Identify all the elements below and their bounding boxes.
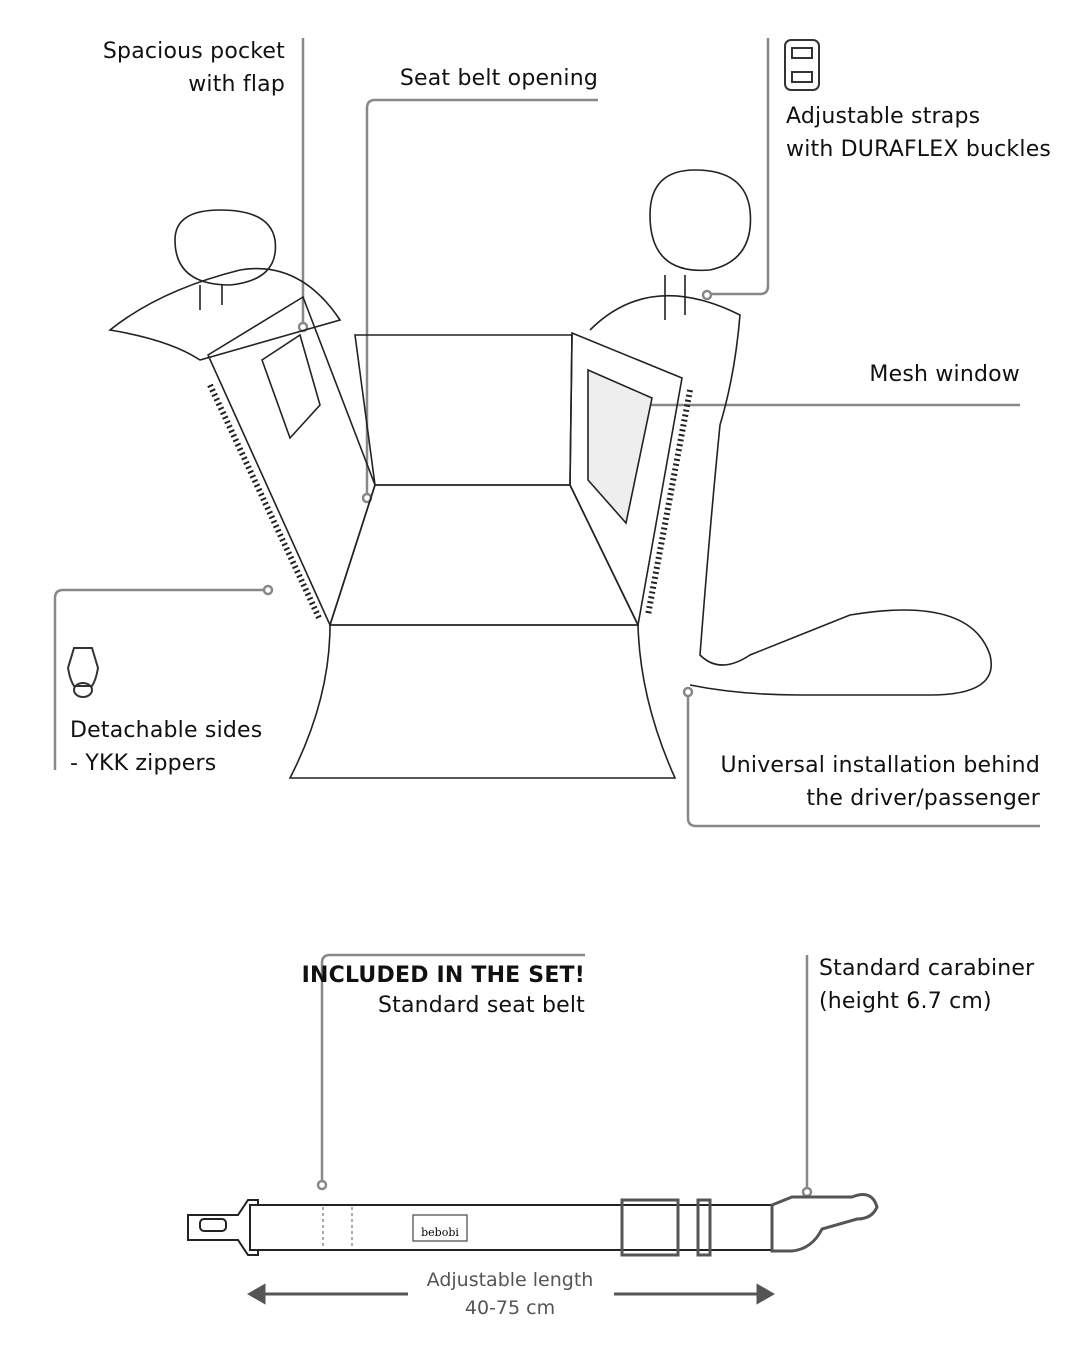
label-line: Detachable sides	[70, 718, 263, 743]
label-line: (height 6.7 cm)	[819, 989, 992, 1014]
right-seat	[589, 294, 992, 696]
included-heading: INCLUDED IN THE SET!	[301, 963, 585, 988]
label-line: - YKK zippers	[70, 751, 217, 776]
label-included: INCLUDED IN THE SET! Standard seat belt	[302, 961, 585, 1021]
label-carabiner: Standard carabiner (height 6.7 cm)	[819, 952, 1034, 1018]
right-headrest	[649, 169, 752, 272]
seats-illustration	[108, 169, 992, 779]
label-length: Adjustable length 40-75 cm	[400, 1266, 620, 1322]
leader-seatbelt-opening	[365, 98, 598, 496]
left-headrest	[174, 209, 277, 286]
zipper-icon	[66, 647, 100, 698]
seat-floor	[328, 484, 640, 626]
label-line: the driver/passenger	[806, 786, 1040, 811]
label-line: with DURAFLEX buckles	[786, 137, 1052, 162]
floor-extension	[288, 624, 677, 779]
left-side-panel	[206, 295, 376, 628]
mesh-window	[587, 368, 653, 525]
label-install: Universal installation behind the driver…	[720, 749, 1040, 815]
label-sides: Detachable sides - YKK zippers	[70, 714, 262, 780]
seat-belt-illustration	[187, 1193, 879, 1257]
length-arrows	[246, 1283, 776, 1305]
label-line: 40-75 cm	[464, 1297, 556, 1319]
label-line: Universal installation behind	[720, 753, 1040, 778]
leader-sides	[53, 588, 268, 770]
leader-included	[320, 953, 585, 1183]
leader-mesh	[632, 403, 1020, 462]
back-panel	[354, 334, 573, 486]
leader-install	[686, 692, 1040, 828]
label-pocket: Spacious pocket with flap	[103, 35, 285, 101]
pocket	[261, 333, 321, 440]
label-line: Spacious pocket	[102, 39, 285, 64]
label-straps: Adjustable straps with DURAFLEX buckles	[786, 100, 1051, 166]
label-line: with flap	[188, 72, 285, 97]
label-seatbelt-opening: Seat belt opening	[399, 66, 598, 91]
label-mesh: Mesh window	[869, 362, 1020, 387]
label-line: Adjustable straps	[786, 104, 981, 129]
buckle-icon	[784, 39, 820, 91]
included-item: Standard seat belt	[377, 993, 585, 1018]
label-line: Standard carabiner	[819, 956, 1035, 981]
brand-logo: bebobi	[421, 1226, 459, 1239]
leader-straps	[708, 38, 770, 296]
label-line: Adjustable length	[426, 1269, 594, 1291]
